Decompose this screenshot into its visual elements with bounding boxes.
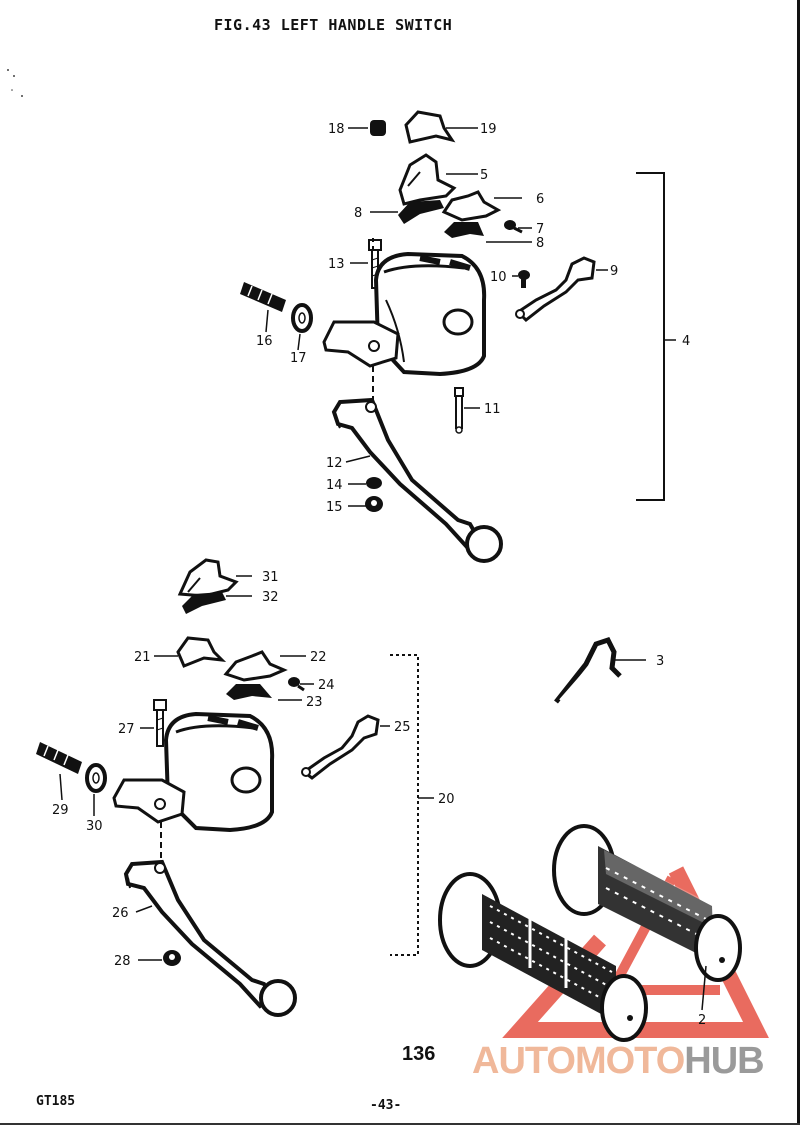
part-30-locknut bbox=[85, 763, 107, 793]
part-27-screw bbox=[153, 699, 167, 747]
callout-29: 29 bbox=[52, 803, 69, 818]
page-number: 136 bbox=[402, 1043, 436, 1065]
part-23-slider bbox=[226, 684, 272, 700]
part-24-screw bbox=[288, 677, 305, 692]
lower-switch-housing bbox=[112, 711, 275, 833]
callout-10: 10 bbox=[490, 270, 507, 285]
watermark-brand-b: HUB bbox=[684, 1040, 764, 1082]
part-7-screw bbox=[504, 220, 523, 234]
callout-31: 31 bbox=[262, 570, 279, 585]
callout-4: 4 bbox=[682, 334, 690, 349]
part-17-locknut bbox=[291, 303, 313, 333]
part-2-grip-right bbox=[552, 824, 742, 982]
model-code: GT185 bbox=[36, 1094, 76, 1109]
scan-edge-bottom bbox=[0, 1123, 800, 1125]
watermark-text: AUTOMOTOHUB bbox=[472, 1040, 765, 1083]
part-3-clip bbox=[554, 636, 622, 704]
part-26-lever bbox=[123, 859, 297, 1017]
sheet-number: -43- bbox=[370, 1098, 402, 1113]
callout-11: 11 bbox=[484, 402, 501, 417]
callout-32: 32 bbox=[262, 590, 279, 605]
bracket-20 bbox=[390, 654, 419, 956]
watermark-brand-a: AUTOMOTO bbox=[472, 1040, 685, 1082]
callout-17: 17 bbox=[290, 351, 307, 366]
callouts: 18 19 5 8 6 7 8 13 10 9 16 17 4 11 12 14… bbox=[52, 122, 706, 1028]
part-21-knob bbox=[176, 636, 227, 668]
part-12-lever bbox=[331, 397, 503, 563]
bracket-4 bbox=[636, 172, 665, 501]
part-15-nut bbox=[365, 496, 383, 512]
callout-16: 16 bbox=[256, 334, 273, 349]
part-16-adjuster bbox=[240, 282, 286, 312]
figure-title: FIG.43 LEFT HANDLE SWITCH bbox=[214, 16, 453, 34]
part-5-knob bbox=[398, 153, 457, 206]
part-32-slider bbox=[182, 592, 226, 614]
callout-9: 9 bbox=[610, 264, 618, 279]
callout-18: 18 bbox=[328, 122, 345, 137]
callout-26: 26 bbox=[112, 906, 129, 921]
leader-lines bbox=[59, 127, 707, 1011]
callout-15: 15 bbox=[326, 500, 343, 515]
part-14-nut bbox=[366, 477, 382, 489]
callout-5: 5 bbox=[480, 168, 488, 183]
callout-27: 27 bbox=[118, 722, 135, 737]
callout-24: 24 bbox=[318, 678, 335, 693]
callout-21: 21 bbox=[134, 650, 151, 665]
part-29-adjuster bbox=[36, 742, 82, 774]
callout-3: 3 bbox=[656, 654, 664, 669]
part-18-cap bbox=[370, 120, 386, 136]
part-8-slider-2 bbox=[444, 222, 484, 238]
callout-23: 23 bbox=[306, 695, 323, 710]
part-19-knob bbox=[404, 110, 456, 144]
callout-30: 30 bbox=[86, 819, 103, 834]
callout-20: 20 bbox=[438, 792, 455, 807]
callout-12: 12 bbox=[326, 456, 343, 471]
callout-13: 13 bbox=[328, 257, 345, 272]
callout-2: 2 bbox=[698, 1013, 706, 1028]
callout-22: 22 bbox=[310, 650, 327, 665]
upper-switch-housing bbox=[322, 251, 487, 377]
callout-8: 8 bbox=[354, 206, 362, 221]
callout-25: 25 bbox=[394, 720, 411, 735]
scan-specks bbox=[7, 69, 23, 97]
part-6-knob bbox=[441, 190, 502, 222]
callout-7: 7 bbox=[536, 222, 544, 237]
part-25-clamp bbox=[301, 714, 380, 780]
callout-8-second: 8 bbox=[536, 236, 544, 251]
callout-14: 14 bbox=[326, 478, 343, 493]
callout-28: 28 bbox=[114, 954, 131, 969]
part-11-pin bbox=[454, 387, 464, 434]
part-10-screw bbox=[518, 270, 530, 288]
part-9-clamp bbox=[515, 256, 596, 322]
callout-19: 19 bbox=[480, 122, 497, 137]
part-28-nut bbox=[163, 950, 181, 966]
scan-edge-right bbox=[797, 0, 800, 1125]
part-22-knob bbox=[223, 650, 288, 682]
part-2-grip-left bbox=[438, 872, 648, 1042]
callout-6: 6 bbox=[536, 192, 544, 207]
part-8-slider bbox=[398, 200, 444, 224]
